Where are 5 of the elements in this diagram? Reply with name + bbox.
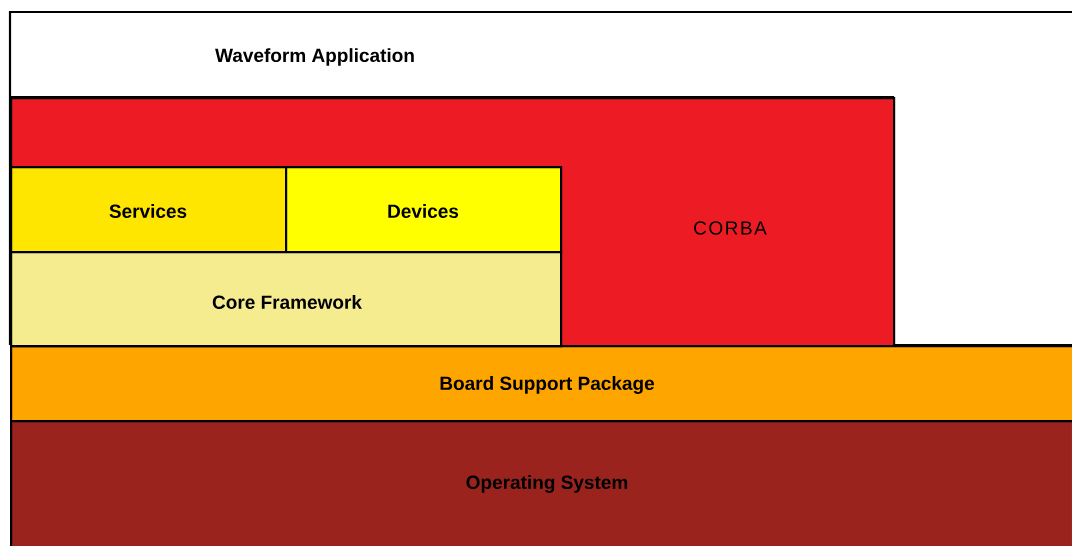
layer-box: Services [10, 166, 288, 254]
layer-box: Devices [285, 166, 563, 254]
layer-box: Operating System [10, 420, 1072, 546]
layer-box: Board Support Package [10, 345, 1072, 423]
layer-box: Core Framework [10, 251, 563, 348]
